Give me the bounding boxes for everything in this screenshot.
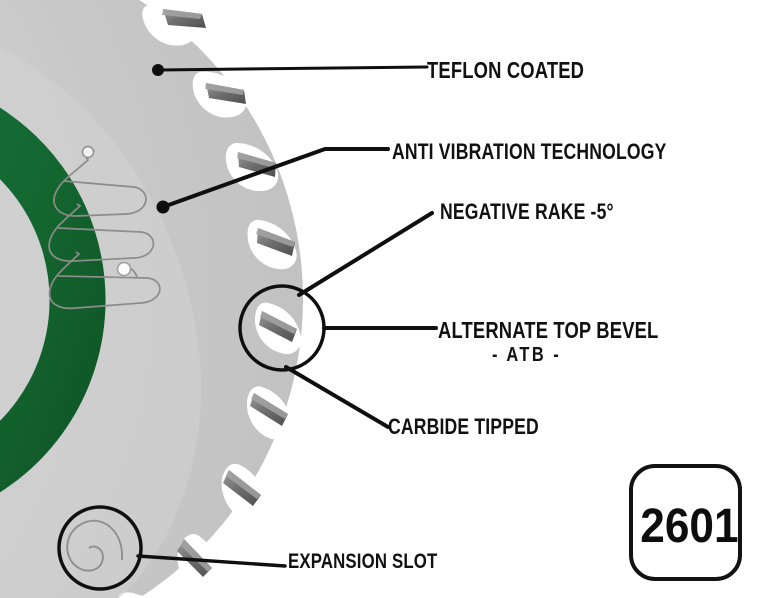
callout-label-teflon-coated: TEFLON COATED bbox=[427, 57, 585, 83]
callout-label-anti-vibration-technology: ANTI VIBRATION TECHNOLOGY bbox=[392, 139, 667, 164]
callout-sublabel-atb: - ATB - bbox=[492, 344, 562, 366]
anti-vibration-slots bbox=[48, 149, 161, 310]
callout-label-negative-rake: NEGATIVE RAKE -5° bbox=[440, 199, 614, 224]
leader-dot-teflon bbox=[152, 64, 164, 76]
leader-expansion-slot bbox=[136, 554, 287, 568]
blade-green-ring bbox=[0, 107, 106, 493]
detail-circle-tooth bbox=[238, 284, 326, 372]
blade-group bbox=[0, 0, 438, 598]
callout-label-carbide-tipped: CARBIDE TIPPED bbox=[388, 414, 539, 439]
expansion-slot-spiral bbox=[66, 519, 123, 572]
product-number-value: 2601 bbox=[640, 500, 739, 553]
callout-label-expansion-slot: EXPANSION SLOT bbox=[288, 550, 438, 573]
callout-leaders bbox=[136, 65, 438, 568]
product-number-text: 2601 bbox=[633, 468, 746, 585]
leader-anti-vibration bbox=[161, 147, 390, 209]
leader-carbide-tipped bbox=[284, 365, 390, 429]
leader-negative-rake bbox=[297, 211, 434, 297]
leader-teflon bbox=[156, 65, 429, 72]
leader-dot-anti-vibration bbox=[156, 200, 170, 214]
slot-hole-bottom bbox=[116, 261, 132, 277]
product-number-badge: 2601 bbox=[629, 464, 742, 581]
callout-label-alternate-top-bevel: ALTERNATE TOP BEVEL bbox=[438, 317, 659, 343]
slot-hole-top bbox=[81, 145, 95, 159]
detail-circle-expansion-slot bbox=[57, 505, 143, 591]
blade-body bbox=[0, 0, 303, 598]
